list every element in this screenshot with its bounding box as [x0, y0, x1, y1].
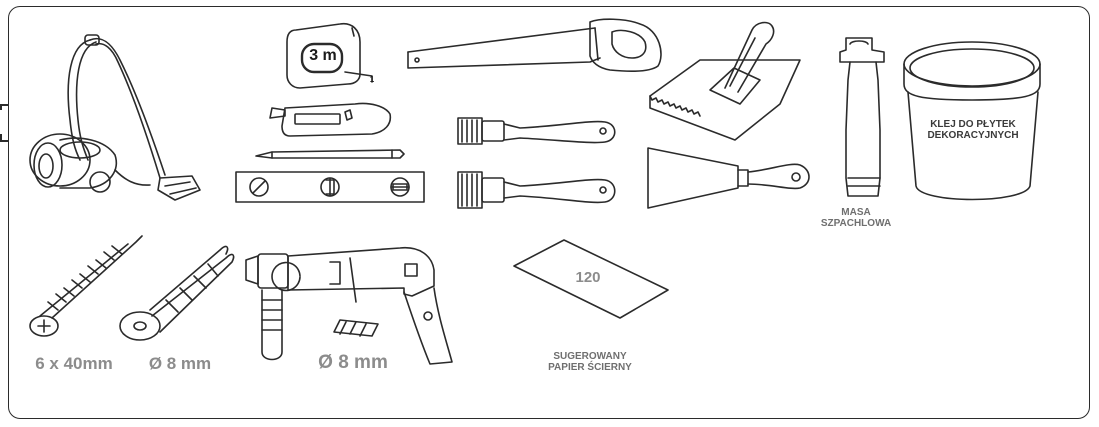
tape-measure-tick-label: 1	[369, 75, 375, 84]
adhesive-bucket-label-line2: DEKORACYJNYCH	[927, 129, 1019, 141]
sandpaper-caption-line1: SUGEROWANY	[553, 351, 627, 362]
putty-knife-icon	[647, 147, 810, 209]
sandpaper-grit-label: 120	[575, 269, 601, 286]
filler-tube-caption-line1: MASA	[841, 207, 871, 218]
frame-tick-v1	[0, 104, 2, 110]
frame-tick-bottom	[0, 140, 8, 142]
filler-tube-caption: MASA SZPACHLOWA	[806, 207, 906, 229]
spirit-level-icon	[235, 171, 425, 203]
tape-measure-icon	[286, 22, 373, 89]
tools-frame	[8, 6, 1090, 419]
adhesive-bucket-icon	[903, 41, 1041, 201]
adhesive-bucket-label-line1: KLEJ DO PŁYTEK	[930, 119, 1016, 130]
drill-icon	[245, 246, 453, 365]
notched-trowel-icon	[649, 21, 801, 141]
screw-size-label: 6 x 40mm	[35, 354, 113, 373]
utility-knife-icon	[269, 102, 392, 137]
vacuum-cleaner-icon	[29, 34, 201, 201]
drill-bit-size-label: Ø 8 mm	[318, 352, 388, 373]
adhesive-bucket-label: KLEJ DO PŁYTEK DEKORACYJNYCH	[918, 119, 1028, 141]
wall-plug-size-label: Ø 8 mm	[148, 354, 212, 373]
paint-brush-bottom-icon	[457, 171, 616, 209]
paint-brush-top-icon	[457, 117, 616, 145]
sandpaper-caption: SUGEROWANY PAPIER ŚCIERNY	[530, 351, 650, 373]
pencil-icon	[255, 149, 405, 159]
tape-measure-length-label: 3 m	[309, 47, 337, 64]
frame-tick-v2	[0, 134, 2, 141]
screw-icon	[29, 235, 143, 337]
frame-tick-top	[0, 104, 8, 106]
filler-tube-icon	[839, 37, 885, 197]
hand-saw-icon	[407, 18, 662, 72]
wall-plug-icon	[119, 245, 235, 341]
sandpaper-caption-line2: PAPIER ŚCIERNY	[548, 361, 632, 373]
filler-tube-caption-line2: SZPACHLOWA	[820, 217, 892, 229]
sandpaper-icon	[513, 239, 669, 319]
